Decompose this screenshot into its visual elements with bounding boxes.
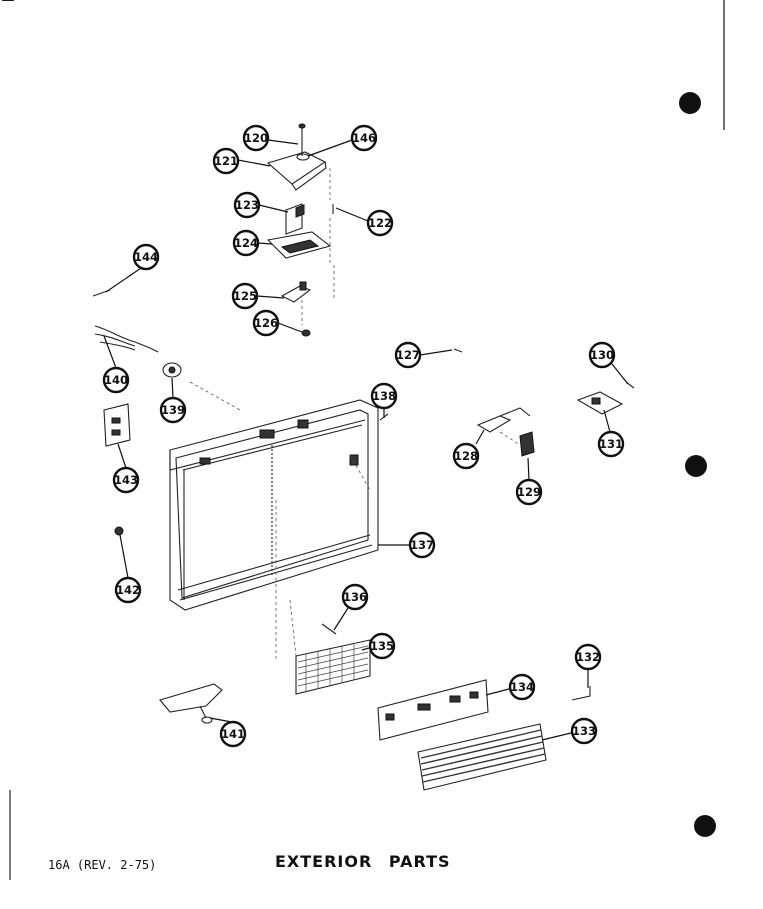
callout-label-136: 136 bbox=[343, 590, 367, 604]
callout-134: 134 bbox=[508, 673, 536, 701]
callout-141: 141 bbox=[219, 720, 247, 748]
callout-121: 121 bbox=[212, 147, 240, 175]
callout-label-146: 146 bbox=[352, 131, 376, 145]
callout-136: 136 bbox=[341, 583, 369, 611]
callout-label-138: 138 bbox=[372, 389, 396, 403]
callout-label-143: 143 bbox=[114, 473, 138, 487]
callout-label-139: 139 bbox=[161, 403, 185, 417]
callout-label-137: 137 bbox=[410, 538, 434, 552]
leader-lines bbox=[103, 139, 629, 741]
binder-hole-bottom bbox=[694, 815, 716, 837]
callout-label-135: 135 bbox=[370, 639, 394, 653]
callouts: 120 146 121 123 122 124 144 125 126 127 … bbox=[102, 124, 625, 748]
callout-130: 130 bbox=[588, 341, 616, 369]
binder-hole-middle bbox=[685, 455, 707, 477]
callout-label-127: 127 bbox=[396, 348, 420, 362]
callout-label-144: 144 bbox=[134, 250, 158, 264]
callout-142: 142 bbox=[114, 576, 142, 604]
callout-124: 124 bbox=[232, 229, 260, 257]
callout-label-131: 131 bbox=[599, 437, 623, 451]
callout-144: 144 bbox=[132, 243, 160, 271]
callout-label-142: 142 bbox=[116, 583, 140, 597]
callout-label-141: 141 bbox=[221, 727, 245, 741]
binder-hole-top bbox=[679, 92, 701, 114]
callout-label-122: 122 bbox=[368, 216, 392, 230]
callout-label-140: 140 bbox=[104, 373, 128, 387]
callout-146: 146 bbox=[350, 124, 378, 152]
page-code: 16A (REV. 2-75) bbox=[48, 858, 157, 872]
callout-label-132: 132 bbox=[576, 650, 600, 664]
callout-label-121: 121 bbox=[214, 154, 238, 168]
callout-label-124: 124 bbox=[234, 236, 258, 250]
lower-parts bbox=[159, 500, 591, 791]
callout-label-129: 129 bbox=[517, 485, 541, 499]
callout-label-120: 120 bbox=[244, 131, 268, 145]
callout-label-130: 130 bbox=[590, 348, 614, 362]
callout-123: 123 bbox=[233, 191, 261, 219]
callout-129: 129 bbox=[515, 478, 543, 506]
callout-label-123: 123 bbox=[235, 198, 259, 212]
callout-126: 126 bbox=[252, 309, 280, 337]
callout-120: 120 bbox=[242, 124, 270, 152]
callout-132: 132 bbox=[574, 643, 602, 671]
callout-139: 139 bbox=[159, 396, 187, 424]
callout-122: 122 bbox=[366, 209, 394, 237]
callout-label-126: 126 bbox=[254, 316, 278, 330]
callout-label-128: 128 bbox=[454, 449, 478, 463]
callout-125: 125 bbox=[231, 282, 259, 310]
callout-135: 135 bbox=[368, 632, 396, 660]
left-side-parts bbox=[92, 289, 241, 536]
callout-143: 143 bbox=[112, 466, 140, 494]
callout-128: 128 bbox=[452, 442, 480, 470]
callout-140: 140 bbox=[102, 366, 130, 394]
callout-label-125: 125 bbox=[233, 289, 257, 303]
callout-127: 127 bbox=[394, 341, 422, 369]
page-title: EXTERIOR PARTS bbox=[275, 852, 451, 871]
callout-131: 131 bbox=[597, 430, 625, 458]
cabinet-frame bbox=[169, 399, 389, 611]
right-side-parts bbox=[453, 348, 635, 457]
callout-133: 133 bbox=[570, 717, 598, 745]
callout-137: 137 bbox=[408, 531, 436, 559]
callout-label-133: 133 bbox=[572, 724, 596, 738]
callout-label-134: 134 bbox=[510, 680, 534, 694]
callout-138: 138 bbox=[370, 382, 398, 410]
top-bracket-assembly bbox=[266, 123, 335, 337]
